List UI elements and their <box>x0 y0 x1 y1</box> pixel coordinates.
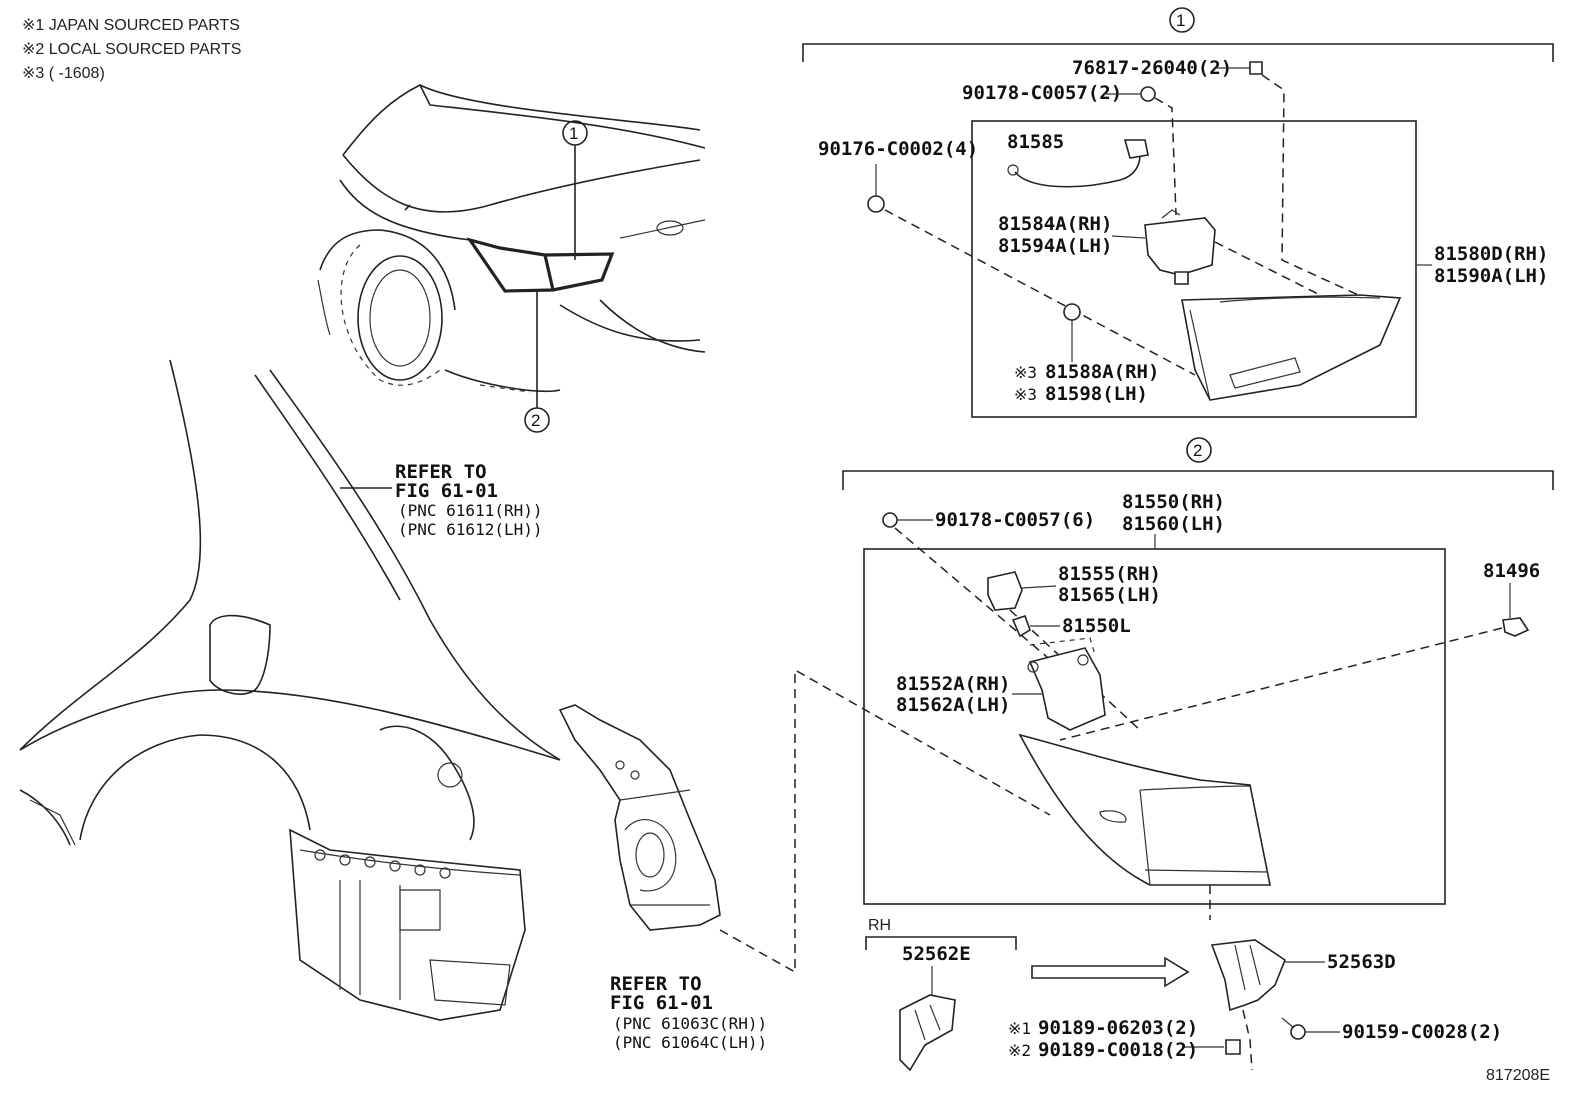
gasket-81552a <box>1028 647 1106 731</box>
label-52563d: 52563D <box>1327 951 1396 973</box>
label-90178-c0057-g1: 90178-C0057(2) <box>962 82 1122 104</box>
refer-fender-line2: FIG 61-01 <box>395 480 498 502</box>
inner-panel-illustration <box>558 704 721 931</box>
mark3-81598: ※3 <box>1014 385 1037 404</box>
label-90176-c0002: 90176-C0002(4) <box>818 138 978 160</box>
label-81562a-lh: 81562A(LH) <box>896 694 1010 716</box>
label-81585: 81585 <box>1007 131 1064 153</box>
note-date-range: ※3 ( -1608) <box>22 65 105 82</box>
clip-76817 <box>1249 61 1263 75</box>
label-81496: 81496 <box>1483 560 1540 582</box>
arrow-right-icon <box>1031 956 1190 988</box>
label-90159-c0028: 90159-C0028(2) <box>1342 1021 1502 1043</box>
group2-callout-circle <box>1186 437 1212 463</box>
label-81594a-lh: 81594A(LH) <box>998 235 1112 257</box>
label-rh: RH <box>868 917 891 934</box>
refer-inner-line2: FIG 61-01 <box>610 992 713 1014</box>
label-81580d-rh: 81580D(RH) <box>1434 243 1548 265</box>
refer-fender-line1: REFER TO <box>395 461 487 483</box>
lamp-81550 <box>1018 733 1271 886</box>
label-76817-26040: 76817-26040(2) <box>1072 57 1232 79</box>
label-81598-lh: 81598(LH) <box>1045 383 1148 405</box>
clip-81496 <box>1502 617 1530 637</box>
refer-fender-pnc-rh: (PNC 61611(RH)) <box>398 501 543 520</box>
refer-inner-line1: REFER TO <box>610 973 702 995</box>
socket-81584 <box>1144 217 1216 276</box>
label-90189-c0018: 90189-C0018(2) <box>1038 1039 1198 1061</box>
clip-90189 <box>1225 1039 1241 1055</box>
label-81552a-rh: 81552A(RH) <box>896 673 1010 695</box>
bulb-81550l <box>1011 614 1031 638</box>
group1-callout: 1 <box>1176 11 1185 30</box>
mark3-81588a: ※3 <box>1014 363 1037 382</box>
refer-fender-pnc-lh: (PNC 61612(LH)) <box>398 520 543 539</box>
label-81590a-lh: 81590A(LH) <box>1434 265 1548 287</box>
note-japan-sourced: ※1 JAPAN SOURCED PARTS <box>22 17 240 34</box>
bracket-52562e <box>899 994 956 1072</box>
group1-box <box>971 120 1417 418</box>
refer-inner-pnc-rh: (PNC 61063C(RH)) <box>613 1014 767 1033</box>
group1-bracket <box>802 43 1554 62</box>
note-local-sourced: ※2 LOCAL SOURCED PARTS <box>22 41 241 58</box>
wire-harness-81585 <box>1014 154 1141 188</box>
group1-callout-circle <box>1169 7 1195 33</box>
group2-bracket <box>842 470 1554 490</box>
diagram-code: 817208E <box>1486 1067 1550 1084</box>
callout-1-on-car: 1 <box>569 124 578 143</box>
label-90178-c0057-g2: 90178-C0057(6) <box>935 509 1095 531</box>
label-81555-rh: 81555(RH) <box>1058 563 1161 585</box>
group2-callout: 2 <box>1193 441 1202 460</box>
label-81560-lh: 81560(LH) <box>1122 513 1225 535</box>
label-81584a-rh: 81584A(RH) <box>998 213 1112 235</box>
gasket-81588a <box>1063 303 1081 321</box>
callout-2-on-car: 2 <box>531 411 540 430</box>
bracket-52563d <box>1210 939 1286 1012</box>
nut-90176 <box>867 195 885 213</box>
mark1-90189: ※1 <box>1008 1019 1031 1038</box>
lamp-81580d <box>1181 294 1402 401</box>
label-81550-rh: 81550(RH) <box>1122 491 1225 513</box>
label-81565-lh: 81565(LH) <box>1058 584 1161 606</box>
label-81550l: 81550L <box>1062 615 1131 637</box>
label-90189-06203: 90189-06203(2) <box>1038 1017 1198 1039</box>
car-rear-illustration <box>317 84 706 393</box>
nut-90178-g2 <box>882 512 898 528</box>
refer-inner-pnc-lh: (PNC 61064C(LH)) <box>613 1033 767 1052</box>
label-81588a-rh: 81588A(RH) <box>1045 361 1159 383</box>
socket-81555 <box>987 571 1023 611</box>
mark2-90189: ※2 <box>1008 1041 1031 1060</box>
label-52562e: 52562E <box>902 943 971 965</box>
nut-90178-g1 <box>1140 86 1156 102</box>
quarter-panel-illustration <box>19 359 561 1021</box>
